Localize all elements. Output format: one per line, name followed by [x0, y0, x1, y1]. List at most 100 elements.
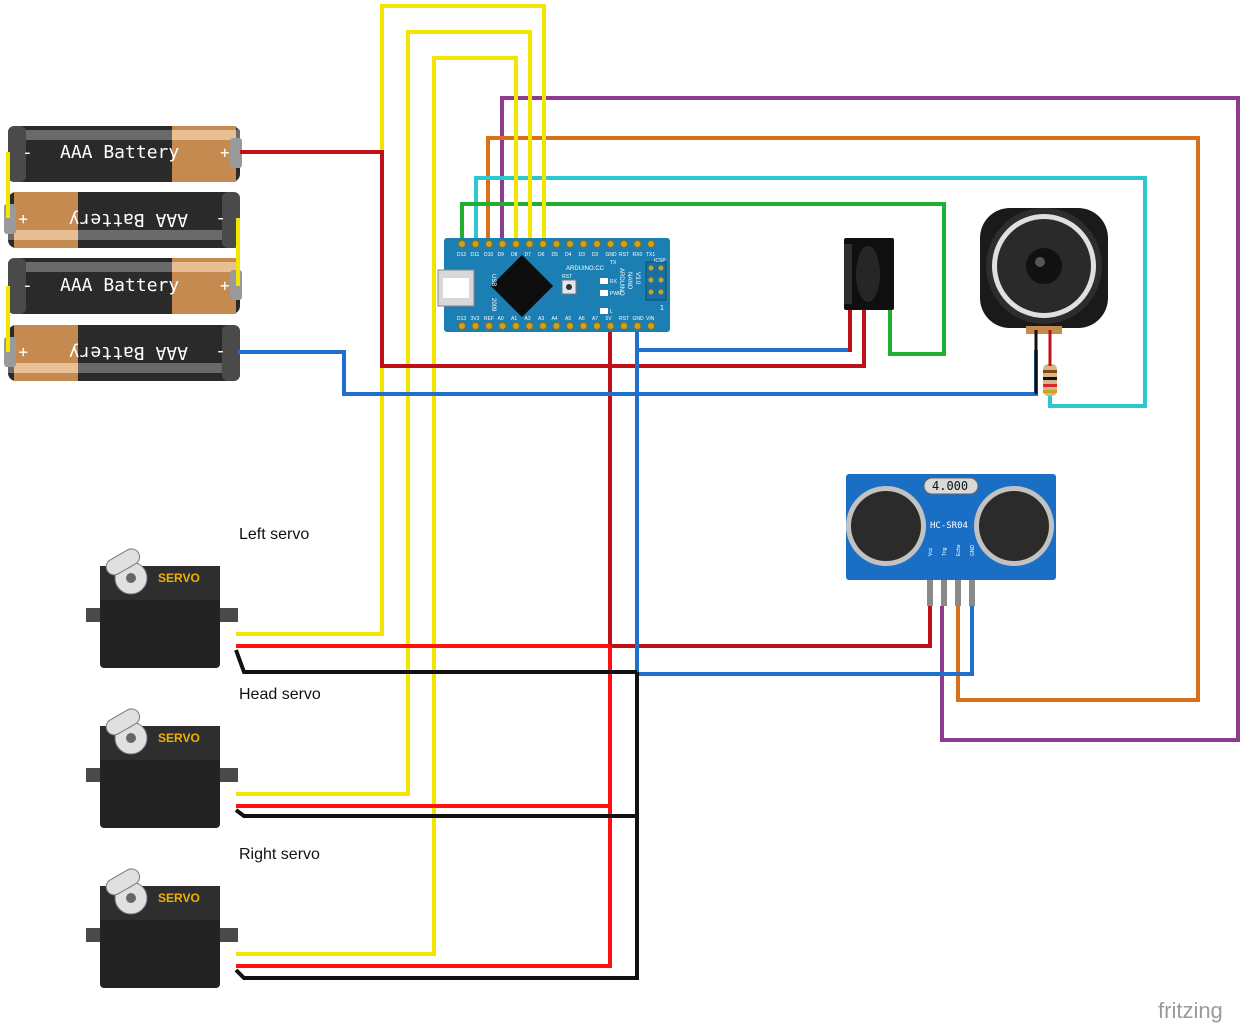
- arduino-pin-label: D4: [565, 252, 572, 258]
- battery-4-plus: +: [18, 343, 28, 362]
- arduino-year: 2009: [490, 298, 496, 312]
- battery-3-label: AAA Battery: [60, 275, 179, 296]
- arduino-pin-pad: [593, 240, 601, 248]
- arduino-pin-label: A3: [538, 316, 544, 322]
- speaker: [980, 208, 1108, 394]
- battery-4-minus: -: [215, 342, 226, 363]
- arduino-model-3: V3.0: [634, 272, 640, 285]
- wire-servo-black: [234, 649, 639, 980]
- arduino-pin-label: A4: [552, 316, 558, 322]
- servo-right: SERVO: [86, 868, 238, 988]
- arduino-pin-pad: [525, 322, 534, 330]
- battery-2-plus: +: [18, 210, 28, 229]
- ultrasonic-pin: [927, 580, 933, 606]
- servo-left-brand: SERVO: [158, 571, 200, 585]
- arduino-pin-pad: [458, 240, 466, 248]
- arduino-pin-label: 5V: [606, 316, 613, 322]
- battery-4: - AAA Battery +: [4, 325, 240, 381]
- fritzing-watermark: fritzing: [1158, 998, 1223, 1023]
- battery-3-minus: -: [22, 275, 33, 296]
- wire-yellow-head: [236, 30, 532, 796]
- arduino-pin-pad: [485, 240, 493, 248]
- arduino-pin-pad: [579, 322, 588, 330]
- arduino-pin-label: D13: [457, 316, 466, 322]
- arduino-pin-label: GND: [606, 252, 618, 258]
- arduino-l-label: L: [610, 309, 613, 315]
- battery-1-minus: -: [22, 142, 33, 163]
- arduino-pin1-label: 1: [660, 305, 664, 312]
- wire-blue-gnd: [635, 328, 974, 676]
- arduino-pin-pad: [552, 322, 561, 330]
- arduino-pin-pad: [633, 240, 642, 248]
- ultrasonic-pin: [941, 580, 947, 606]
- servo-head-brand: SERVO: [158, 731, 200, 745]
- arduino-icsp-label: ICSP: [654, 258, 666, 264]
- arduino-pin-label: RST: [619, 316, 629, 322]
- servo-right-brand: SERVO: [158, 891, 200, 905]
- arduino-pin-pad: [539, 240, 547, 248]
- arduino-pin-label: D3: [579, 252, 586, 258]
- wire-yellow-right: [236, 56, 518, 956]
- wire-orange: [486, 136, 1200, 702]
- arduino-pin-pad: [552, 240, 561, 248]
- ultrasonic-pin-label: GND: [970, 545, 976, 557]
- servo-head-caption: Head servo: [239, 686, 321, 703]
- arduino-pin-label: D2: [592, 252, 599, 258]
- wire-red-5v: [608, 328, 932, 648]
- battery-2-label: AAA Battery: [69, 209, 188, 230]
- battery-links: [6, 152, 240, 352]
- wire-servo-red: [236, 644, 612, 968]
- arduino-usb-label: USB: [490, 274, 496, 286]
- arduino-pin-label: D6: [538, 252, 545, 258]
- arduino-pin-pad: [620, 240, 628, 248]
- arduino-pin-pad: [647, 322, 655, 330]
- arduino-pin-label: RX0: [633, 252, 643, 258]
- arduino-pin-label: D7: [525, 252, 532, 258]
- arduino-pin-pad: [633, 322, 642, 330]
- arduino-pin-pad: [471, 240, 480, 248]
- ultrasonic-pin-label: Vcc: [928, 547, 934, 556]
- battery-3-plus: +: [220, 276, 230, 295]
- arduino-pin-pad: [458, 322, 466, 330]
- ir-receiver: [844, 238, 894, 366]
- arduino-model-1: ARDUINO: [618, 268, 624, 296]
- arduino-pin-pad: [512, 322, 520, 330]
- arduino-pin-pad: [647, 240, 655, 248]
- arduino-pin-pad: [566, 322, 574, 330]
- arduino-model-2: NANO: [626, 272, 632, 290]
- arduino-pin-label: TX1: [646, 252, 655, 258]
- arduino-tx-label: TX: [610, 260, 617, 266]
- arduino-pin-label: D8: [511, 252, 518, 258]
- arduino-pin-pad: [539, 322, 547, 330]
- servo-left: SERVO: [86, 548, 238, 668]
- ultrasonic-model: HC-SR04: [930, 521, 968, 531]
- arduino-pin-pad: [512, 240, 520, 248]
- battery-3: - AAA Battery +: [8, 258, 242, 314]
- arduino-pwr-label: PWR: [610, 291, 622, 297]
- arduino-pin-pad: [498, 322, 507, 330]
- arduino-pin-pad: [566, 240, 574, 248]
- arduino-pin-label: A7: [592, 316, 598, 322]
- arduino-pin-label: RST: [619, 252, 629, 258]
- battery-2-minus: -: [215, 209, 226, 230]
- arduino-pin-label: A5: [565, 316, 571, 322]
- arduino-pin-label: 3V3: [471, 316, 480, 322]
- arduino-pin-pad: [620, 322, 628, 330]
- arduino-pin-label: D11: [471, 252, 480, 258]
- arduino-pin-label: D5: [552, 252, 559, 258]
- wire-cyan: [474, 176, 1147, 408]
- battery-1: - AAA Battery +: [8, 126, 242, 182]
- battery-2: - AAA Battery +: [4, 192, 240, 248]
- arduino-pin-pad: [485, 322, 493, 330]
- arduino-pin-label: D9: [498, 252, 505, 258]
- wire-purple: [500, 96, 1240, 742]
- arduino-reset-label: RST: [562, 274, 572, 280]
- arduino-pin-pad: [579, 240, 588, 248]
- arduino-pin-pad: [606, 240, 615, 248]
- arduino-brand: ARDUINO.CC: [566, 266, 605, 272]
- servo-left-caption: Left servo: [239, 526, 309, 543]
